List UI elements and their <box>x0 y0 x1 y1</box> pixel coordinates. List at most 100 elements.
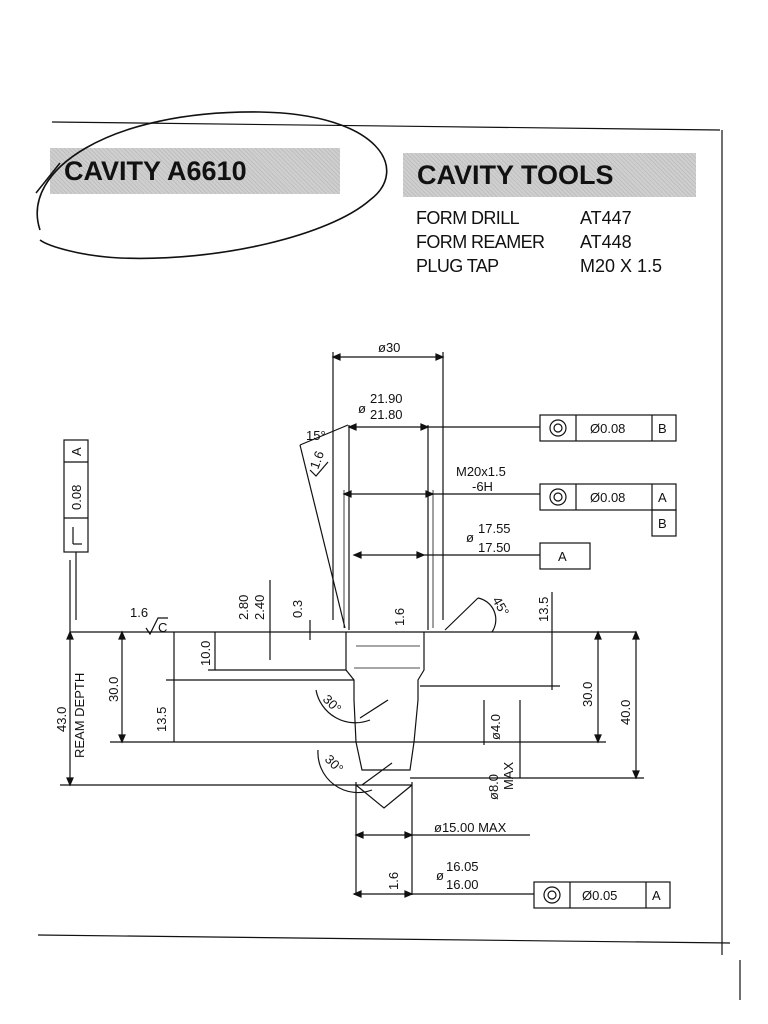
dim-d21-symbol: ø <box>358 401 366 416</box>
concentricity-icon-inner <box>547 890 557 900</box>
angle-ray <box>359 699 389 719</box>
arrow-head <box>632 770 640 780</box>
concentricity-icon <box>549 419 567 437</box>
arrow-head <box>352 890 362 898</box>
concentricity-icon <box>549 488 567 506</box>
tool-label: FORM REAMER <box>416 232 545 252</box>
cavity-tools-title: CAVITY TOOLS <box>403 153 696 197</box>
dim-d17-lower: 17.50 <box>478 540 511 555</box>
ream-depth-label: REAM DEPTH <box>72 673 87 758</box>
arrow-head <box>420 423 430 431</box>
roughness-symbol <box>145 617 168 636</box>
thread-label-2: -6H <box>472 479 493 494</box>
dim-d21-upper: 21.90 <box>370 391 403 406</box>
arrow-head <box>118 630 126 640</box>
concentricity-icon-inner <box>553 423 563 433</box>
datum-a-label: A <box>558 549 567 564</box>
dim-d15-max: ø15.00 MAX <box>434 820 507 835</box>
arrow-head <box>404 831 414 839</box>
fcf-ab-value: Ø0.08 <box>590 490 625 505</box>
dim-d21-lower: 21.80 <box>370 407 403 422</box>
tool-label: PLUG TAP <box>416 256 499 276</box>
dim-0-3: 0.3 <box>290 600 305 618</box>
angle-arc-30a <box>315 689 371 724</box>
dim-d17-upper: 17.55 <box>478 521 511 536</box>
dim-2-80: 2.80 <box>236 595 251 620</box>
arrow-head <box>632 630 640 640</box>
angle-30a-label: 30° <box>320 692 345 717</box>
cavity-title-text: CAVITY A6610 <box>64 156 247 186</box>
arrow-head <box>354 831 364 839</box>
dim-d8: ø8.0 <box>486 774 501 800</box>
drill-point <box>355 784 413 809</box>
cavity-title: CAVITY A6610 <box>50 148 340 194</box>
dim-43: 43.0 <box>54 707 69 732</box>
fcf-ab-datum: A <box>658 490 667 505</box>
arrow-head <box>347 423 357 431</box>
tool-value: AT448 <box>580 232 632 252</box>
angle-45-label: 45° <box>489 594 512 619</box>
dim-d4: ø4.0 <box>488 714 503 740</box>
frame-bottom-line <box>37 934 731 944</box>
arrow-head <box>66 777 74 787</box>
cavity-step <box>355 741 415 771</box>
roughness-top-c: C <box>158 620 167 635</box>
dim-2-40: 2.40 <box>252 595 267 620</box>
dim-13-5-left: 13.5 <box>154 707 169 732</box>
angle-arc-30b <box>317 749 373 794</box>
dim-d16-upper: 16.05 <box>446 859 479 874</box>
dim-30-right: 30.0 <box>580 682 595 707</box>
dim-10: 10.0 <box>198 641 213 666</box>
tool-value: AT447 <box>580 208 632 228</box>
datum-b-box <box>651 509 677 537</box>
chamfer-line-45 <box>444 597 479 631</box>
angle-30b-label: 30° <box>322 752 347 777</box>
fcf-bottom-value: Ø0.05 <box>582 888 617 903</box>
arrow-head <box>352 551 362 559</box>
roughness-mid-value: 1.6 <box>392 608 407 626</box>
dim-13-5-top: 13.5 <box>536 597 551 622</box>
tool-list: FORM DRILL AT447 FORM REAMER AT448 PLUG … <box>416 206 662 278</box>
arrow-head <box>425 490 435 498</box>
roughness-chamfer-value: 1.6 <box>307 449 327 471</box>
fcf-ab-frame <box>539 483 677 511</box>
fcf-b-frame <box>539 414 677 442</box>
arrow-head <box>342 490 352 498</box>
roughness-top-value: 1.6 <box>130 605 148 620</box>
fcf-bottom-datum: A <box>652 888 661 903</box>
concentricity-icon-inner <box>553 492 563 502</box>
dim-d30-label: ø30 <box>378 340 400 355</box>
tool-row: PLUG TAP M20 X 1.5 <box>416 254 662 278</box>
cavity-profile <box>345 632 425 743</box>
angle-15-label: 15° <box>306 428 326 443</box>
chamfer-line-15 <box>299 444 346 629</box>
tool-row: FORM DRILL AT447 <box>416 206 662 230</box>
arrow-head <box>331 353 341 361</box>
cavity-tools-title-text: CAVITY TOOLS <box>417 160 614 190</box>
frame-top-line <box>51 121 721 131</box>
arrow-head <box>404 890 414 898</box>
dim-max: MAX <box>501 762 516 791</box>
dim-40: 40.0 <box>618 700 633 725</box>
arrow-head <box>118 734 126 744</box>
fcf-ab-datum2: B <box>658 516 667 531</box>
arrow-head <box>594 630 602 640</box>
dim-d16-lower: 16.00 <box>446 877 479 892</box>
dim-d16-symbol: ø <box>436 868 444 883</box>
perp-value: 0.08 <box>69 485 84 510</box>
roughness-bottom-value: 1.6 <box>386 872 401 890</box>
arrow-head <box>416 551 426 559</box>
roughness-symbol <box>309 461 329 477</box>
fcf-b-datum: B <box>658 421 667 436</box>
tool-label: FORM DRILL <box>416 208 520 228</box>
fcf-bottom-frame <box>533 881 671 909</box>
dim-30-left: 30.0 <box>106 677 121 702</box>
fcf-b-value: Ø0.08 <box>590 421 625 436</box>
datum-a-box <box>539 542 591 570</box>
arrow-head <box>594 734 602 744</box>
arrow-head <box>435 353 445 361</box>
tool-row: FORM REAMER AT448 <box>416 230 662 254</box>
arrow-head <box>66 630 74 640</box>
angle-ray <box>361 762 393 786</box>
